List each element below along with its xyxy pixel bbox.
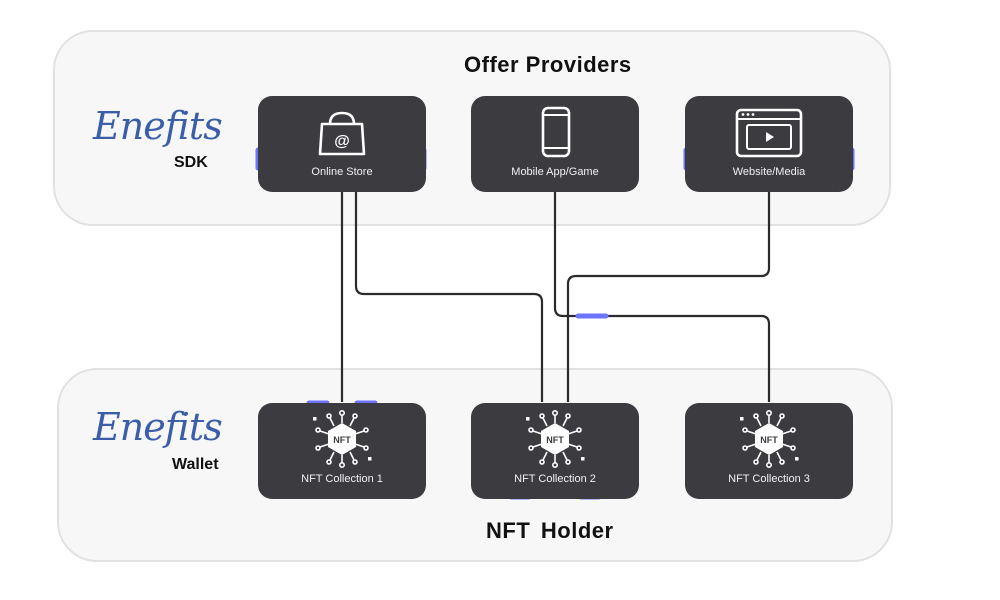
nft-collection-label-3: NFT Collection 3 [728,473,810,485]
nft-holder-title: NFT Holder [486,518,614,543]
sdk-label: SDK [174,154,208,171]
nft-chip-icon: NFT [740,409,799,468]
nft-chip-icon: NFT [526,409,585,468]
wire-store-to-collection2 [354,192,544,402]
svg-text:NFT: NFT [760,435,778,445]
nft-collection-card-1: NFT NFT Collection 1 [258,403,426,499]
nft-collection-label-2: NFT Collection 2 [514,473,596,485]
shopping-bag-icon: @ [318,111,366,156]
provider-card-website-media: Website/Media [685,96,853,192]
provider-label-online-store: Online Store [311,166,373,178]
svg-text:NFT: NFT [546,435,564,445]
svg-text:NFT: NFT [333,435,351,445]
offer-providers-title: Offer Providers [464,52,632,77]
browser-video-icon [735,108,803,158]
nft-collection-label-1: NFT Collection 1 [301,473,383,485]
enefits-logo-sdk: Enefits [93,104,223,148]
at-sign-glyph: @ [334,133,350,150]
mobile-phone-icon [541,106,571,158]
enefits-logo-wallet: Enefits [93,405,223,449]
wire-mobile-to-collection3 [553,192,771,402]
nft-chip-icon: NFT [313,409,372,468]
provider-card-mobile-app: Mobile App/Game [471,96,639,192]
provider-label-mobile-app: Mobile App/Game [511,166,599,178]
nft-collection-card-2: NFT NFT Collection 2 [471,403,639,499]
nft-collection-card-3: NFT NFT Collection 3 [685,403,853,499]
provider-card-online-store: @ Online Store [258,96,426,192]
wallet-label: Wallet [172,456,219,473]
wire-website-to-collection2 [566,192,771,402]
provider-label-website-media: Website/Media [732,166,806,178]
